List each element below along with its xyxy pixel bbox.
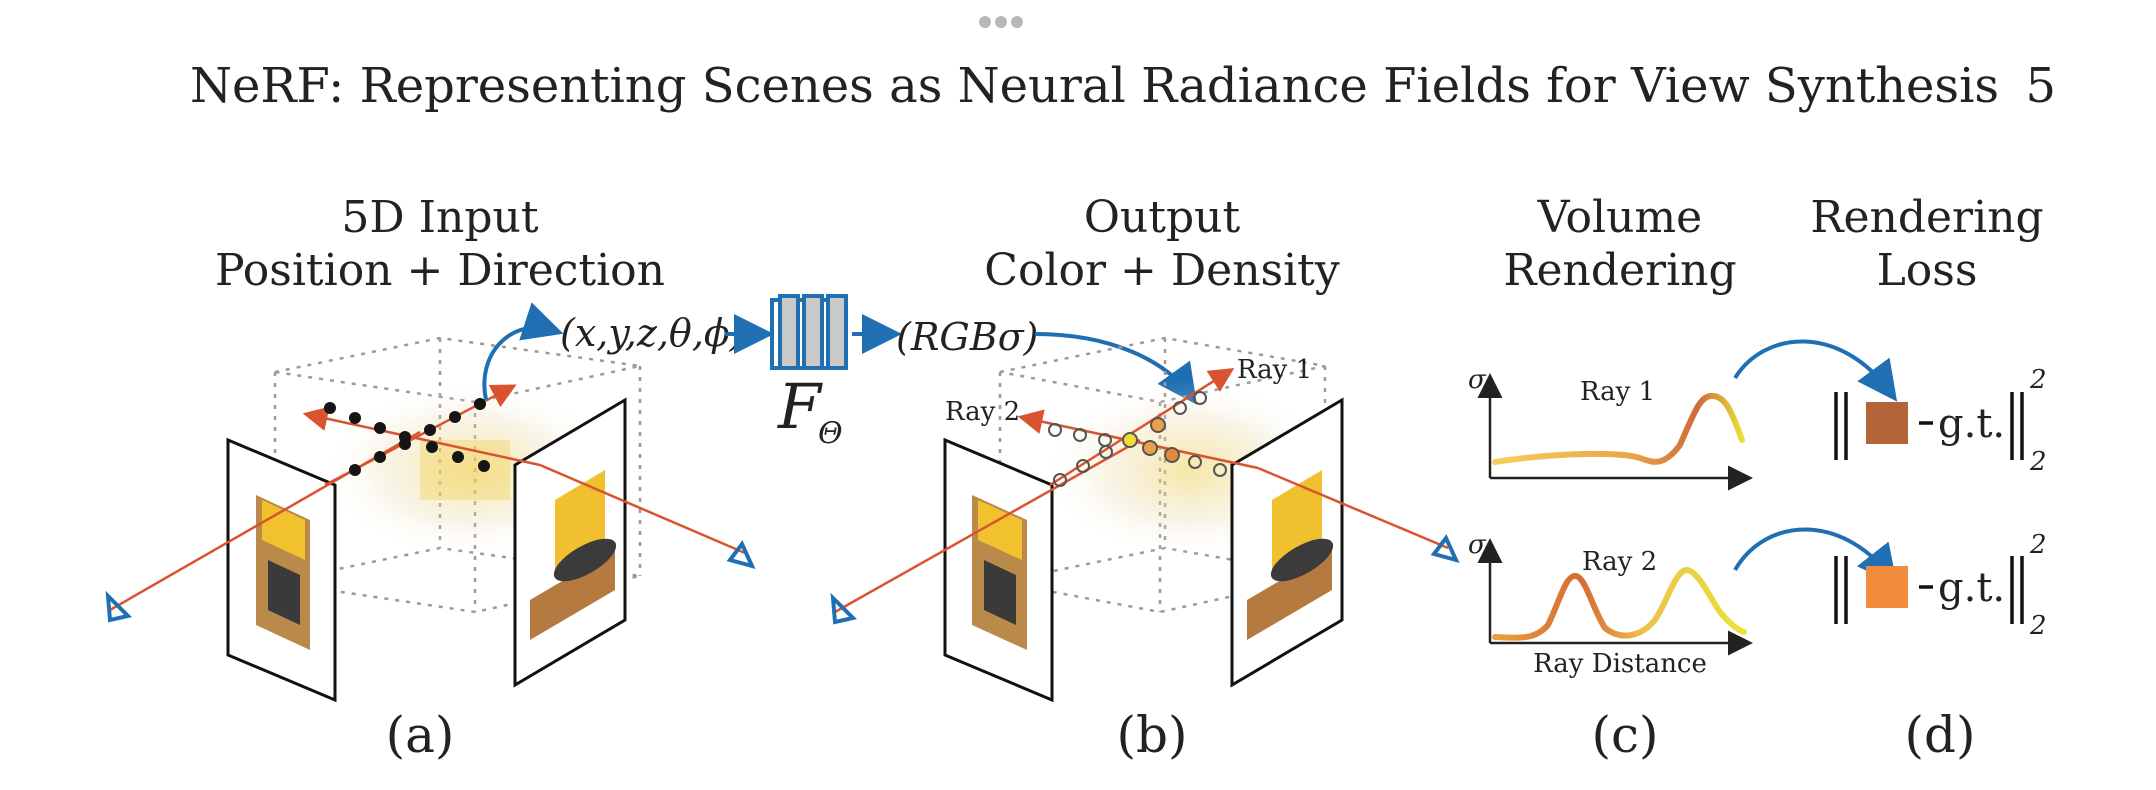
ray1-density-curve <box>1492 392 1745 465</box>
network-layer-2 <box>802 294 824 370</box>
plot1-to-loss-arrow <box>1733 339 1898 402</box>
camera-marker-b2 <box>1430 534 1460 564</box>
sample-points-b <box>1048 391 1227 487</box>
sample-to-input-arrow <box>482 302 564 401</box>
camera-marker-b1 <box>830 592 857 625</box>
ray-a2-front <box>539 463 746 555</box>
input-tuple: (x,y,z,θ,ϕ) <box>560 311 745 355</box>
output-title-line2: Color + Density <box>984 245 1340 296</box>
more-options-icon[interactable] <box>978 14 1024 30</box>
input-image-left <box>226 437 337 703</box>
input-image-left-b <box>943 437 1054 703</box>
norm-sub-1: 2 <box>2029 447 2047 477</box>
loss-term-ray1: g.t. 2 2 <box>1834 365 2047 477</box>
ray-b2-back <box>1017 409 1259 470</box>
input-image-right-b <box>1230 397 1344 688</box>
norm-sup-1: 2 <box>2029 365 2047 395</box>
plot-ray2-label: Ray 2 <box>1582 547 1657 577</box>
output-title-line1: Output <box>1084 192 1241 243</box>
sample-points-b-colored <box>1122 417 1180 463</box>
panel-a: 5D Input Position + Direction <box>105 192 756 764</box>
input-image-right <box>513 397 627 688</box>
gt-label-2: g.t. <box>1938 565 2005 611</box>
paper-title: NeRF: Representing Scenes as Neural Radi… <box>190 58 2000 114</box>
volume-title-line2: Rendering <box>1503 245 1736 296</box>
norm-sup-2: 2 <box>2029 530 2047 560</box>
loss-title-line2: Loss <box>1877 245 1978 296</box>
plot-ray1-label: Ray 1 <box>1580 377 1655 407</box>
camera-marker-a1 <box>105 590 132 623</box>
ray1-color-swatch <box>1866 402 1908 444</box>
loss-term-ray2: g.t. 2 2 <box>1834 530 2047 641</box>
network-symbol: F <box>777 370 823 443</box>
ray-b1-front <box>1049 367 1235 487</box>
panel-label-b: (b) <box>1116 706 1187 764</box>
plot2-to-loss-arrow <box>1733 527 1898 586</box>
ray1-label: Ray 1 <box>1237 355 1312 385</box>
network-f-theta: F Θ (RGBσ) <box>725 294 1038 451</box>
output-tuple: (RGBσ) <box>896 315 1038 359</box>
ray2-density-plot: σ Ray 2 Ray Distance <box>1468 530 1753 679</box>
panel-label-d: (d) <box>1904 706 1975 764</box>
ray-a2-back <box>302 406 541 467</box>
sigma-axis-label-2: σ <box>1468 530 1487 560</box>
norm-sub-2: 2 <box>2029 611 2047 641</box>
ray-b2-front <box>1257 466 1449 550</box>
panel-label-a: (a) <box>386 706 455 764</box>
panel-c: Volume Rendering σ Ray 1 σ Ray 2 Ray Dis… <box>1468 192 1753 764</box>
ray2-label: Ray 2 <box>945 397 1020 427</box>
input-title-line2: Position + Direction <box>215 245 665 296</box>
sample-points-a <box>324 398 490 476</box>
gt-label-1: g.t. <box>1938 401 2005 447</box>
loss-title-line1: Rendering <box>1810 192 2043 243</box>
network-subscript: Θ <box>818 416 843 451</box>
ray1-density-plot: σ Ray 1 <box>1468 365 1753 491</box>
running-header: NeRF: Representing Scenes as Neural Radi… <box>0 58 2156 118</box>
network-layer-1 <box>778 294 800 370</box>
volume-title-line1: Volume <box>1537 192 1702 243</box>
panel-label-c: (c) <box>1591 706 1658 764</box>
ray2-color-swatch <box>1866 566 1908 608</box>
camera-marker-a2 <box>726 540 756 570</box>
panel-d: Rendering Loss g.t. 2 2 g.t. 2 2 <box>1733 192 2047 764</box>
ray2-density-curve <box>1492 566 1747 641</box>
input-title-line1: 5D Input <box>341 192 538 243</box>
sigma-axis-label-1: σ <box>1468 365 1487 395</box>
network-layer-3 <box>826 294 848 370</box>
ray-distance-label: Ray Distance <box>1533 649 1707 679</box>
page-number: 5 <box>2025 58 2056 114</box>
panel-b: Output Color + Density <box>830 192 1460 764</box>
